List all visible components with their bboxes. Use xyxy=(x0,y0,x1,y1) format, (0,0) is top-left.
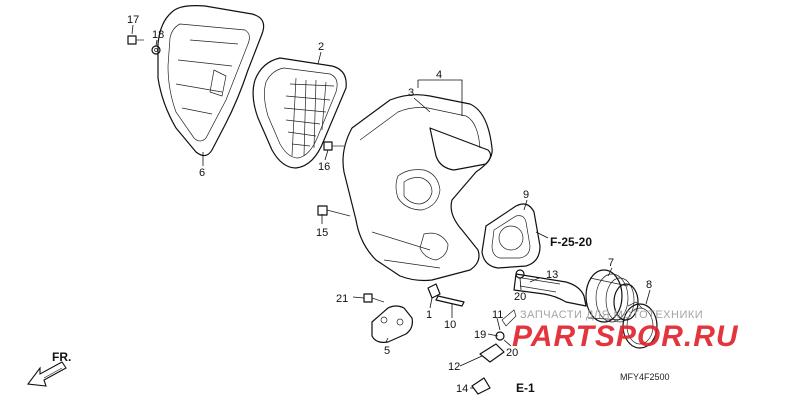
diagram-code: MFY4F2500 xyxy=(620,372,670,382)
part-label-13: 13 xyxy=(546,269,558,281)
watermark-brand: PARTSPOR.RU xyxy=(512,320,739,353)
front-label: FR. xyxy=(52,350,71,364)
part-label-10: 10 xyxy=(444,319,456,331)
part-label-17: 17 xyxy=(127,14,139,26)
mounting-bracket xyxy=(371,305,413,343)
clip xyxy=(427,283,465,307)
bolt-17 xyxy=(127,35,144,45)
part-label-1: 1 xyxy=(426,309,432,321)
part-label-18: 18 xyxy=(152,29,164,41)
bolt-16 xyxy=(323,141,344,151)
part-label-7: 7 xyxy=(608,257,614,269)
part-label-2: 2 xyxy=(318,41,324,53)
connecting-joint xyxy=(585,269,639,323)
watermark-logo: ЗАПЧАСТИ ДЛЯ МОТОТЕХНИКИ PARTSPOR.RU xyxy=(512,309,739,353)
part-number-labels: 17 18 2 6 4 3 16 15 9 F-25-20 13 7 8 20 … xyxy=(127,14,670,395)
part-label-21: 21 xyxy=(336,293,348,305)
part-label-4: 4 xyxy=(436,69,442,81)
leader-lines xyxy=(131,24,651,389)
bolt-15 xyxy=(317,205,351,217)
part-label-16: 16 xyxy=(318,161,330,173)
reference-f-25-20: F-25-20 xyxy=(550,235,592,249)
washer-18 xyxy=(151,45,161,55)
reference-e-1: E-1 xyxy=(516,381,535,395)
air-cleaner-element xyxy=(252,57,347,169)
air-cleaner-cover xyxy=(157,5,265,157)
air-cleaner-joint xyxy=(481,203,541,269)
part-label-15: 15 xyxy=(316,227,328,239)
part-label-20a: 20 xyxy=(514,291,526,303)
part-label-5: 5 xyxy=(384,345,390,357)
part-label-6: 6 xyxy=(199,167,205,179)
part-label-11: 11 xyxy=(492,309,503,321)
part-label-12: 12 xyxy=(448,361,460,373)
hose-band xyxy=(622,301,658,349)
part-label-8: 8 xyxy=(646,279,652,291)
connecting-tube xyxy=(513,273,587,307)
part-label-20b: 20 xyxy=(506,347,518,359)
part-label-19: 19 xyxy=(474,329,486,341)
bolt-21 xyxy=(363,293,385,303)
air-cleaner-case xyxy=(342,94,493,282)
front-direction-arrow: FR. xyxy=(26,350,71,387)
watermark-tagline: ЗАПЧАСТИ ДЛЯ МОТОТЕХНИКИ xyxy=(520,309,703,321)
part-label-14: 14 xyxy=(456,383,468,395)
part-label-9: 9 xyxy=(523,189,529,201)
part-label-3: 3 xyxy=(408,87,414,99)
